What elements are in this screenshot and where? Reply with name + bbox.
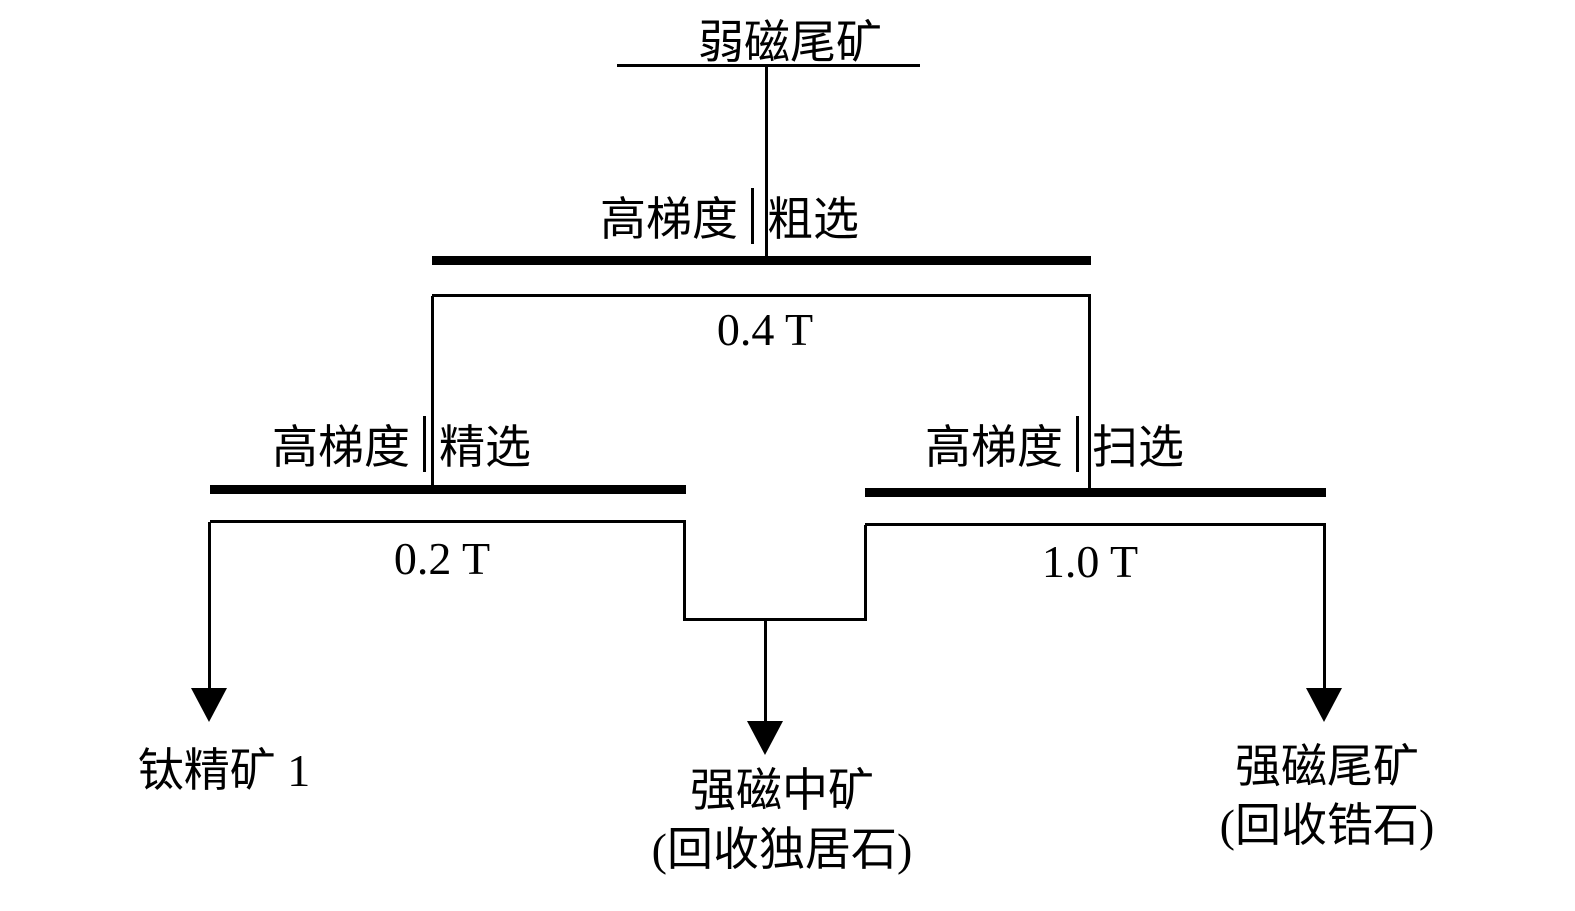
- rougher-separator-bar: [432, 256, 1091, 265]
- scavenger-splitter-line: [865, 523, 1326, 526]
- scavenger-separator-bar: [865, 488, 1326, 497]
- rougher-field-label: 0.4 T: [716, 304, 814, 355]
- cleaner-label: 高梯度 精选: [272, 411, 531, 477]
- cleaner-splitter-line: [210, 520, 686, 523]
- scavenger-field-label: 1.0 T: [1041, 536, 1139, 587]
- arrow-down-icon: [191, 688, 227, 722]
- arrow-down-icon: [1306, 688, 1342, 722]
- feed-connector-line: [765, 66, 768, 258]
- feed-underline: [617, 64, 920, 67]
- scavenger-machine-label: 高梯度: [925, 422, 1063, 473]
- cleaner-nonmagnetic-line: [683, 522, 686, 621]
- product-middlings-label: 强磁中矿 (回收独居石): [652, 762, 913, 880]
- product-note: (回收锆石): [1219, 799, 1435, 851]
- product-label: 强磁尾矿: [1234, 741, 1419, 792]
- scavenger-operation-label: 扫选: [1092, 422, 1184, 473]
- scavenger-nonmagnetic-line: [1323, 525, 1326, 690]
- scavenger-label: 高梯度 扫选: [925, 411, 1184, 477]
- rougher-nonmagnetic-line: [1088, 296, 1091, 491]
- rougher-machine-label: 高梯度: [600, 194, 738, 245]
- feed-label: 弱磁尾矿: [698, 17, 882, 68]
- cleaner-operation-label: 精选: [439, 422, 531, 473]
- product-label: 钛精矿 1: [137, 745, 311, 796]
- label-divider-icon: [423, 416, 426, 472]
- middlings-merge-line: [683, 618, 866, 621]
- rougher-splitter-line: [432, 294, 1091, 297]
- cleaner-magnetic-line: [208, 522, 211, 690]
- cleaner-field-label: 0.2 T: [393, 533, 491, 584]
- product-note: (回收独居石): [651, 823, 913, 875]
- middlings-connector-line: [764, 620, 767, 723]
- label-divider-icon: [1076, 416, 1079, 472]
- product-label: 强磁中矿: [689, 765, 874, 816]
- product-titanium-concentrate-label: 钛精矿 1: [138, 742, 311, 801]
- cleaner-machine-label: 高梯度: [272, 422, 410, 473]
- scavenger-magnetic-line: [864, 525, 867, 621]
- rougher-label: 高梯度 粗选: [600, 183, 859, 249]
- product-tailings-label: 强磁尾矿 (回收锆石): [1220, 738, 1435, 856]
- arrow-down-icon: [747, 721, 783, 755]
- rougher-operation-label: 粗选: [767, 194, 859, 245]
- rougher-magnetic-line: [431, 296, 434, 488]
- label-divider-icon: [751, 188, 754, 244]
- cleaner-separator-bar: [210, 485, 686, 494]
